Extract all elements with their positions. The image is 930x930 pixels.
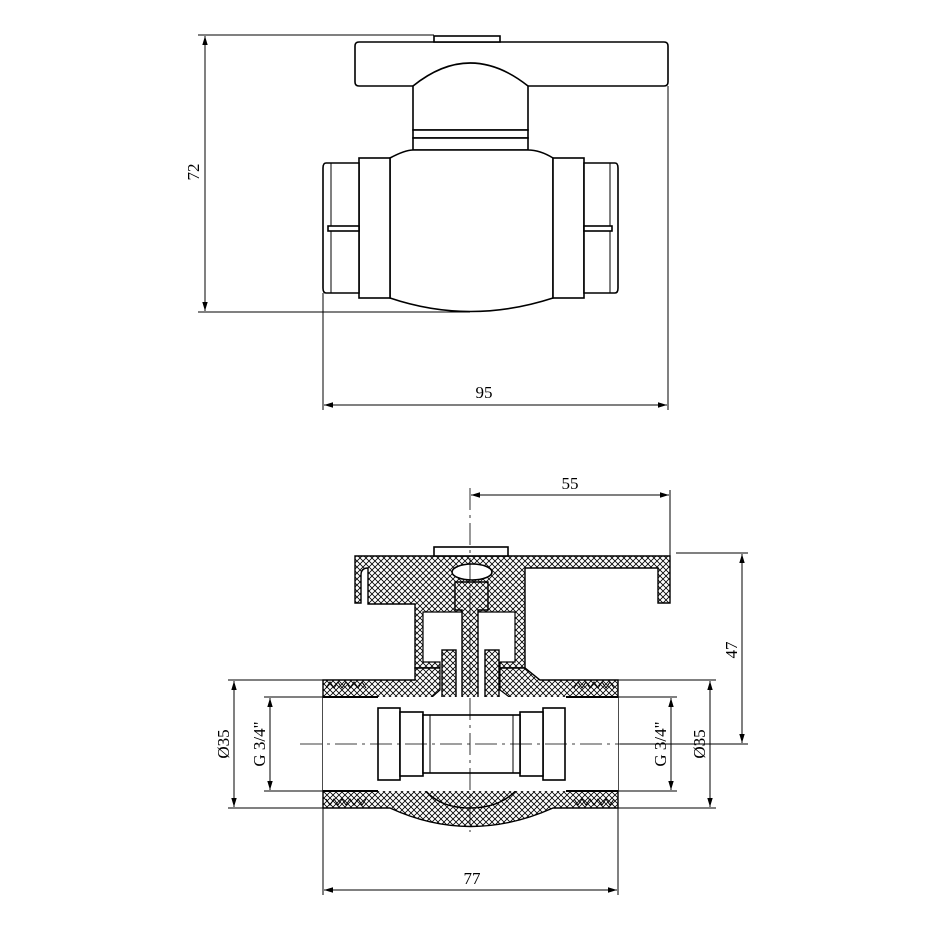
valve-body xyxy=(389,149,554,313)
dim-label-width: 95 xyxy=(476,383,493,402)
dim-label-body-length: 77 xyxy=(464,869,482,888)
stem-head xyxy=(451,563,493,581)
section-view: 55 47 77 Ø35 G 3/4" G 3/4" Ø35 xyxy=(214,474,748,895)
dim-label-thread-left: G 3/4" xyxy=(250,721,269,766)
right-collar xyxy=(552,157,585,299)
section-handle-top xyxy=(433,546,509,557)
dim-label-handle-offset: 55 xyxy=(562,474,579,493)
left-collar xyxy=(358,157,391,299)
dim-label-handle-height: 47 xyxy=(722,641,741,659)
dim-label-od-left: Ø35 xyxy=(214,729,233,758)
dim-label-od-right: Ø35 xyxy=(690,729,709,758)
left-slot xyxy=(327,225,360,232)
stem-neck xyxy=(412,137,529,151)
right-thread xyxy=(573,681,615,806)
right-slot xyxy=(583,225,613,232)
dim-label-height: 72 xyxy=(184,164,203,181)
ball xyxy=(422,714,521,774)
left-thread xyxy=(325,681,367,806)
side-view: 72 95 xyxy=(184,34,669,410)
handle-dome xyxy=(412,62,529,131)
dim-label-thread-right: G 3/4" xyxy=(651,721,670,766)
handle-nub xyxy=(433,35,501,43)
stem-collar xyxy=(412,129,529,139)
